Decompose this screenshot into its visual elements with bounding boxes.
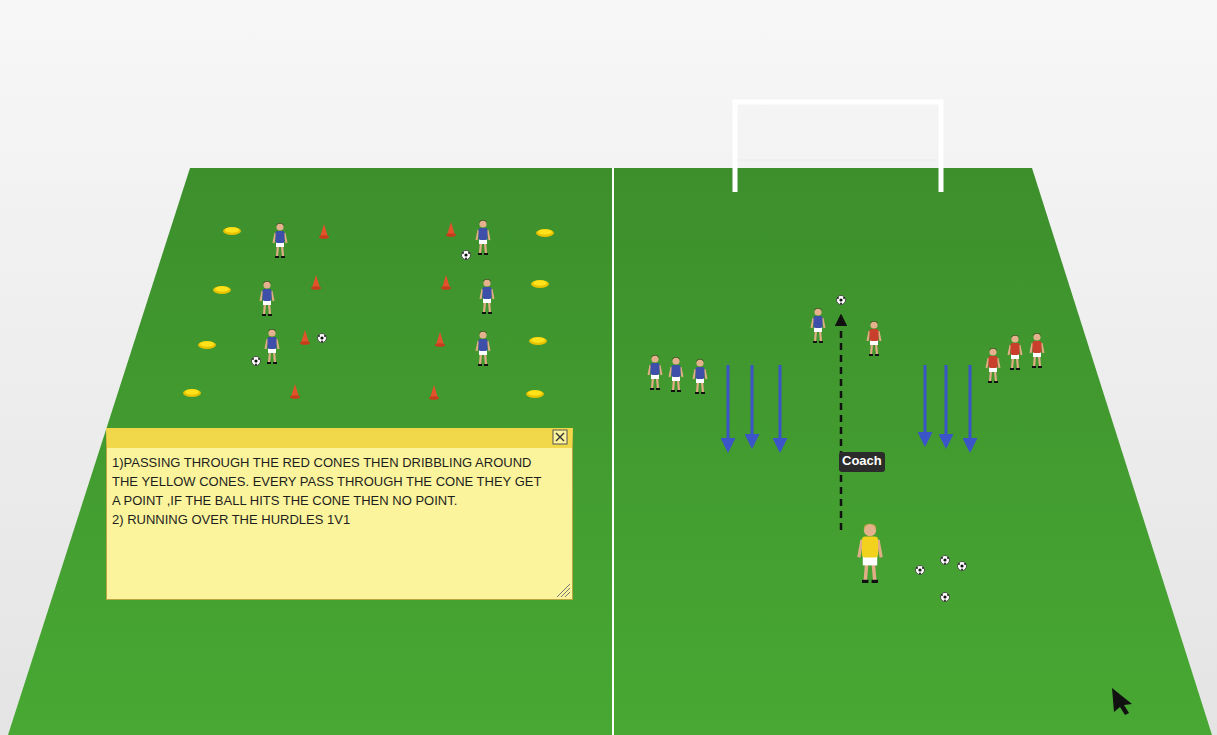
red-cone [429,385,439,400]
yellow-cone [183,389,201,397]
red-cone [311,275,321,290]
run-arrow [779,365,782,450]
yellow-disc-cones [183,227,554,398]
pass-arrow [840,316,843,530]
blue-player [694,359,707,394]
left-drill-players [261,220,494,366]
pitch [8,168,1212,735]
ball [252,357,261,366]
yellow-cone [536,229,554,237]
run-arrows [728,365,970,450]
yellow-cone [223,227,241,235]
ball [318,334,327,343]
note-text: 2) RUNNING OVER THE HURDLES 1V1 [112,510,546,529]
ball [837,296,846,305]
run-arrow [751,365,754,446]
run-arrow [969,365,972,450]
coach-tag: Coach [839,452,885,472]
red-player [1031,333,1044,368]
red-cone [319,224,329,239]
ball [941,556,950,565]
run-arrow [945,365,948,446]
instruction-note: 1)PASSING THROUGH THE RED CONES THEN DRI… [106,428,573,600]
blue-player [266,329,279,364]
blue-player [477,220,490,255]
red-cone [290,384,300,399]
red-player [987,348,1000,383]
blue-player [812,308,825,343]
blue-player [649,355,662,390]
yellow-cone [531,280,549,288]
red-cone [446,222,456,237]
coach-label: Coach [842,453,882,469]
red-player [868,321,881,356]
halfway-line [612,168,614,735]
red-cone [435,332,445,347]
ball [916,566,925,575]
yellow-cone [198,341,216,349]
run-arrow [924,365,927,444]
blue-player [261,281,274,316]
ball [462,251,471,260]
ball [941,593,950,602]
note-text: 1)PASSING THROUGH THE RED CONES THEN DRI… [112,453,546,510]
red-cone [300,330,310,345]
ball [958,562,967,571]
left-drill-balls [252,251,471,366]
yellow-cone [526,390,544,398]
coach-figure [859,524,881,583]
run-arrow [727,365,730,450]
blue-player [670,357,683,392]
yellow-cone [529,337,547,345]
goal [735,102,941,192]
coach-balls [916,556,967,602]
cursor-icon [1112,688,1132,715]
blue-player [481,279,494,314]
right-drill-players [649,308,1044,394]
red-player [1009,335,1022,370]
blue-player [477,331,490,366]
blue-player [274,223,287,258]
yellow-cone [213,286,231,294]
red-cone [441,275,451,290]
red-cones [290,222,456,400]
